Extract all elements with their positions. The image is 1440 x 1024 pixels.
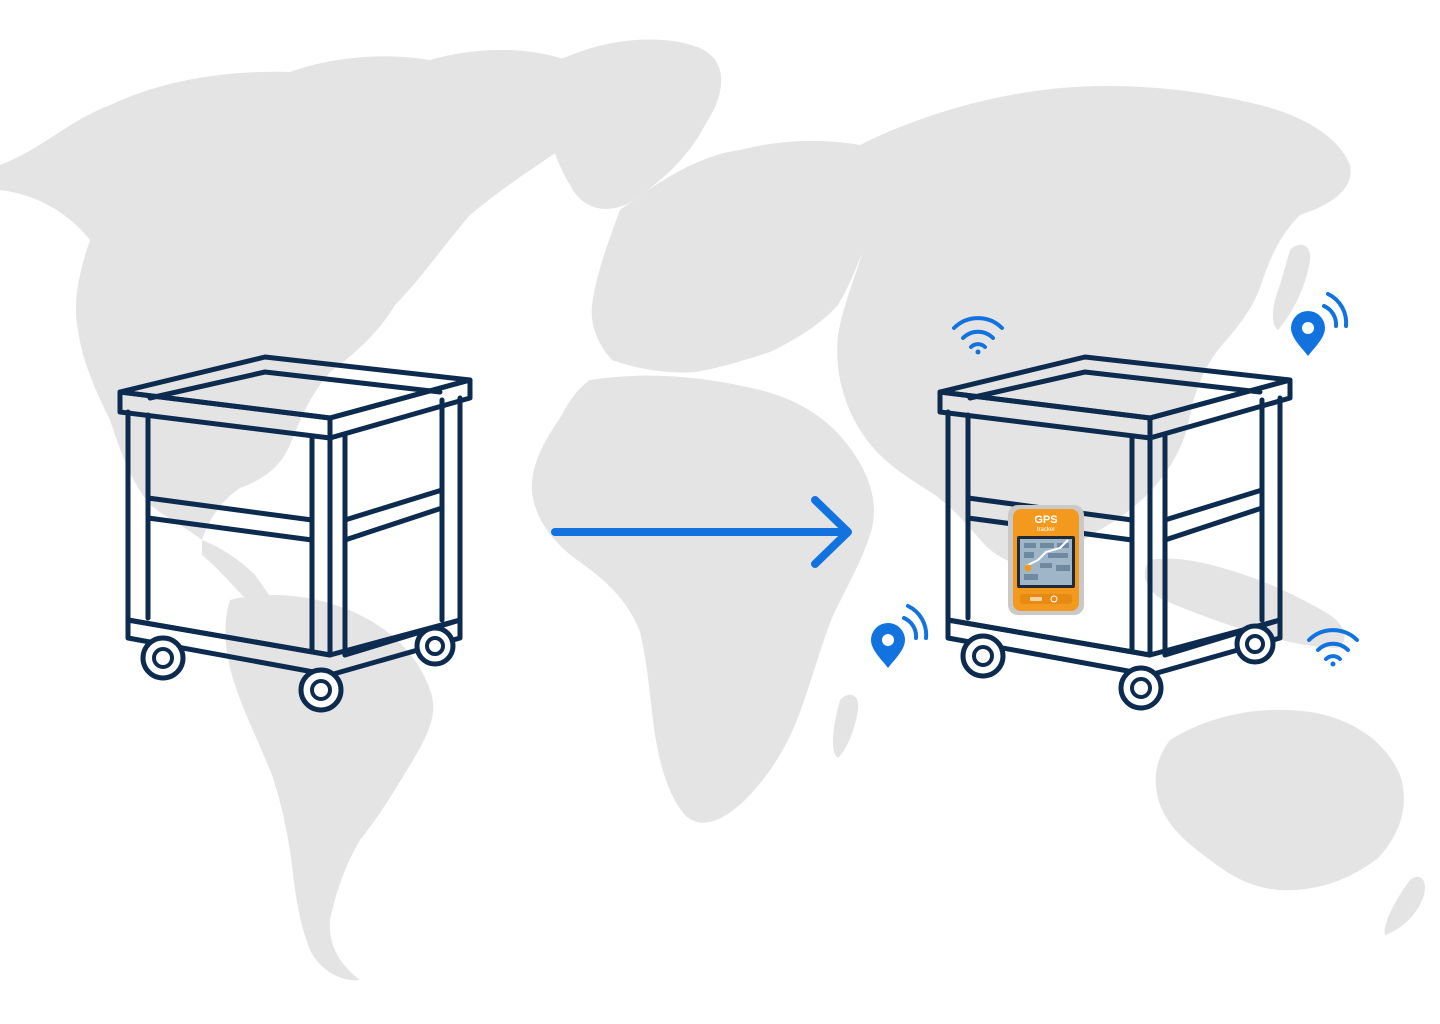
location-pin-signal-icon	[1291, 292, 1349, 356]
land-greenland	[547, 39, 722, 209]
cart-plain-rim-inner	[147, 369, 443, 401]
cart-plain-rim-side	[327, 377, 473, 441]
land-new-zealand	[1384, 876, 1426, 935]
wifi-arc-outer	[952, 316, 1004, 330]
arrow-right-icon	[551, 496, 852, 568]
cart-tracked-rim-side	[1147, 377, 1293, 441]
wifi-signal-icon	[1307, 628, 1359, 667]
tracker-indicator	[1050, 595, 1058, 603]
map-route	[1025, 539, 1069, 567]
land-madagascar	[832, 694, 859, 758]
map-pin	[1024, 564, 1032, 572]
location-pin-signal-icon	[871, 604, 929, 668]
cart-tracked-side-rail	[1162, 487, 1265, 543]
cart-plain-wheel-1-hub	[152, 647, 174, 669]
cart-plain-wheel-3-hub	[425, 636, 445, 656]
wifi-arc-inner	[969, 342, 987, 349]
tracker-controls	[1020, 594, 1072, 604]
wifi-arc-middle	[961, 329, 995, 340]
cart-plain-front-rail	[145, 495, 315, 543]
wifi-dot	[975, 349, 981, 355]
map-block-7	[1056, 565, 1070, 571]
arrow-head	[811, 496, 852, 568]
map-block-4	[1024, 552, 1034, 558]
pin-arc-inner	[1322, 304, 1339, 328]
map-block-5	[1048, 553, 1068, 558]
cart-tracked-rim-inner	[967, 369, 1263, 401]
pin-arc-outer	[1326, 292, 1349, 328]
cart-tracked-wheel-3-hub	[1245, 634, 1265, 654]
pin-arc-inner	[902, 616, 919, 640]
pin-hole	[1302, 322, 1314, 334]
land-central-america	[202, 540, 280, 613]
tracker-button	[1030, 597, 1042, 601]
land-south-america	[225, 595, 434, 981]
cart-tracked-wheel-2-hub	[1130, 677, 1152, 699]
map-block-1	[1024, 543, 1036, 548]
map-block-8	[1024, 574, 1038, 580]
wifi-signal-icon	[952, 316, 1004, 355]
cart-plain	[117, 354, 473, 713]
wifi-dot	[1330, 661, 1336, 667]
map-block-2	[1040, 543, 1054, 548]
pin-hole	[882, 634, 894, 646]
cart-tracked-base	[945, 617, 1283, 678]
tracker-subtitle: tracker	[1037, 527, 1055, 533]
land-europe	[591, 140, 877, 373]
cart-plain-base	[125, 617, 463, 678]
world-map	[0, 39, 1426, 981]
wifi-arc-inner	[1324, 654, 1342, 661]
wifi-arc-outer	[1307, 628, 1359, 642]
land-australia	[1155, 709, 1404, 891]
cart-tracked-wheel-1-hub	[972, 645, 994, 667]
land-africa	[531, 375, 874, 823]
land-japan	[1272, 244, 1311, 330]
cart-plain-side-rail	[342, 487, 445, 543]
cart-tracked	[937, 354, 1293, 711]
gps-tracker-device: GPS tracker	[1008, 505, 1084, 615]
pin-arc-outer	[906, 604, 929, 640]
wifi-arc-middle	[1316, 641, 1350, 652]
tracker-title: GPS	[1034, 514, 1057, 526]
cart-plain-wheel-2-hub	[310, 679, 332, 701]
land-asia	[837, 85, 1351, 566]
map-block-6	[1040, 563, 1052, 568]
land-sea-islands	[1144, 558, 1345, 648]
